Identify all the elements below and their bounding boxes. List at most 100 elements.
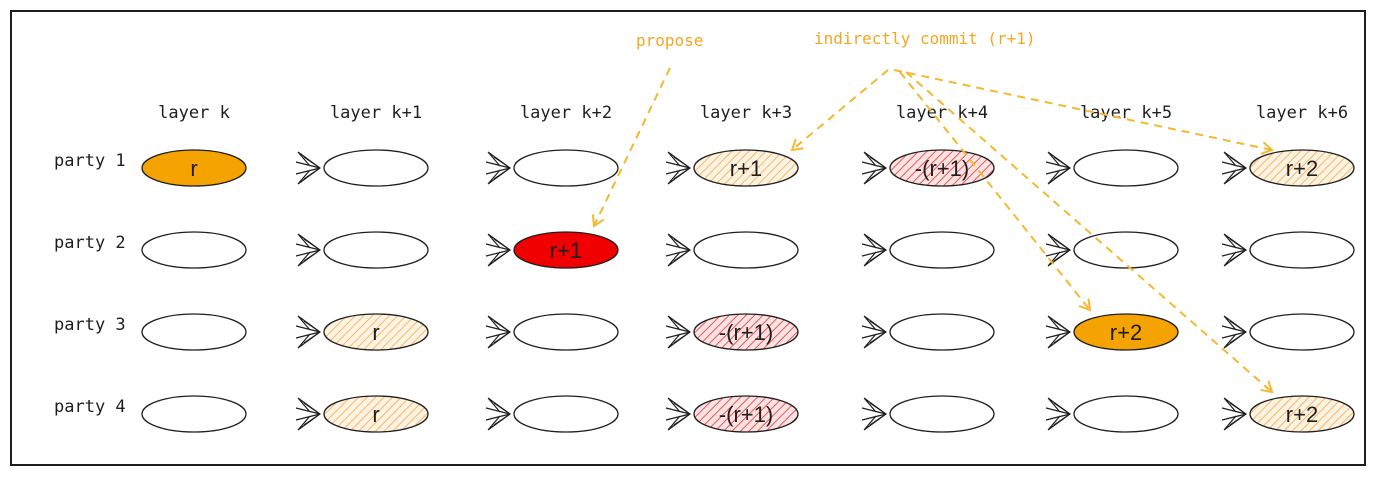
incoming-messages-icon xyxy=(665,397,692,431)
node-ellipse xyxy=(1249,149,1355,187)
layer-node: r+1 xyxy=(665,149,799,187)
party-label: party 2 xyxy=(54,233,126,253)
incoming-messages-icon xyxy=(485,233,512,267)
incoming-messages-icon xyxy=(1045,315,1072,349)
incoming-messages-icon xyxy=(1045,233,1072,267)
layer-node xyxy=(665,231,799,269)
layer-node xyxy=(141,313,247,351)
node-ellipse xyxy=(513,231,619,269)
layer-node: r+1 xyxy=(485,231,619,269)
layer-node: -(r+1) xyxy=(665,395,799,433)
node-label: -(r+1) xyxy=(719,320,773,345)
incoming-messages-icon xyxy=(485,315,512,349)
incoming-messages-icon xyxy=(1221,315,1248,349)
incoming-messages-icon xyxy=(485,151,512,185)
party-label: party 4 xyxy=(54,397,126,417)
layer-node xyxy=(485,149,619,187)
layer-node xyxy=(1221,313,1355,351)
incoming-messages-icon xyxy=(665,315,692,349)
incoming-messages-icon xyxy=(295,233,322,267)
layer-node xyxy=(1045,149,1179,187)
incoming-messages-icon xyxy=(295,151,322,185)
node-label: r xyxy=(372,402,379,427)
node-ellipse xyxy=(693,149,799,187)
incoming-messages-icon xyxy=(861,233,888,267)
party-label: party 1 xyxy=(54,151,126,171)
node-label: -(r+1) xyxy=(719,402,773,427)
node-ellipse xyxy=(693,313,799,351)
layer-node xyxy=(861,395,995,433)
node-ellipse xyxy=(693,231,799,269)
node-grid: r r+1 -(r+1) r+2 r+1 r -(r+1) r+2 r -(r+1) r+2 xyxy=(141,149,1355,433)
layer-node xyxy=(861,313,995,351)
node-ellipse xyxy=(889,149,995,187)
node-label: r+1 xyxy=(730,156,762,181)
incoming-messages-icon xyxy=(1045,151,1072,185)
layer-header: layer k+1 xyxy=(330,103,422,123)
layer-node xyxy=(295,231,429,269)
commit-arrow-to-layer-k6-party4 xyxy=(905,71,1274,394)
incoming-messages-icon xyxy=(295,397,322,431)
layer-node xyxy=(485,313,619,351)
node-ellipse xyxy=(513,395,619,433)
layer-node xyxy=(141,395,247,433)
incoming-messages-icon xyxy=(665,233,692,267)
incoming-messages-icon xyxy=(1221,233,1248,267)
node-ellipse xyxy=(141,231,247,269)
layer-node: r+2 xyxy=(1045,313,1179,351)
node-label: r+2 xyxy=(1286,402,1318,427)
node-ellipse xyxy=(889,395,995,433)
annotation-arrows xyxy=(591,67,1274,394)
node-label: -(r+1) xyxy=(915,156,969,181)
node-ellipse xyxy=(1249,231,1355,269)
node-ellipse xyxy=(889,231,995,269)
node-label: r+1 xyxy=(550,238,582,263)
incoming-messages-icon xyxy=(485,397,512,431)
node-label: r xyxy=(372,320,379,345)
layer-node: r xyxy=(295,313,429,351)
commit-arrow-to-layer-k5-party3 xyxy=(899,71,1092,312)
layer-node xyxy=(861,231,995,269)
node-ellipse xyxy=(1073,313,1179,351)
node-ellipse xyxy=(1073,149,1179,187)
incoming-messages-icon xyxy=(861,397,888,431)
node-ellipse xyxy=(1073,395,1179,433)
node-ellipse xyxy=(1249,395,1355,433)
commit-arrow-to-layer-k3-party1 xyxy=(790,69,889,152)
incoming-messages-icon xyxy=(861,315,888,349)
node-ellipse xyxy=(323,231,429,269)
propose-arrow xyxy=(591,67,671,228)
layer-node xyxy=(1045,231,1179,269)
node-ellipse xyxy=(323,313,429,351)
layer-node xyxy=(1221,231,1355,269)
layer-header: layer k+6 xyxy=(1256,103,1348,123)
incoming-messages-icon xyxy=(1221,151,1248,185)
layer-header: layer k+3 xyxy=(700,103,792,123)
node-ellipse xyxy=(513,313,619,351)
node-ellipse xyxy=(141,149,247,187)
node-ellipse xyxy=(141,395,247,433)
layer-node: r xyxy=(295,395,429,433)
layer-node: r+2 xyxy=(1221,149,1355,187)
node-ellipse xyxy=(1073,231,1179,269)
layer-node: -(r+1) xyxy=(861,149,995,187)
layer-node xyxy=(295,149,429,187)
propose-annotation: propose xyxy=(636,31,703,50)
node-ellipse xyxy=(323,395,429,433)
node-label: r+2 xyxy=(1286,156,1318,181)
node-ellipse xyxy=(693,395,799,433)
node-ellipse xyxy=(1249,313,1355,351)
incoming-messages-icon xyxy=(1045,397,1072,431)
layer-header: layer k+4 xyxy=(896,103,988,123)
incoming-messages-icon xyxy=(861,151,888,185)
node-label: r xyxy=(190,156,197,181)
indirectly-commit-annotation: indirectly commit (r+1) xyxy=(814,29,1036,48)
party-label: party 3 xyxy=(54,315,126,335)
incoming-messages-icon xyxy=(1221,397,1248,431)
node-ellipse xyxy=(141,313,247,351)
layer-node: -(r+1) xyxy=(665,313,799,351)
layer-node xyxy=(141,231,247,269)
layer-node: r xyxy=(141,149,247,187)
incoming-messages-icon xyxy=(665,151,692,185)
